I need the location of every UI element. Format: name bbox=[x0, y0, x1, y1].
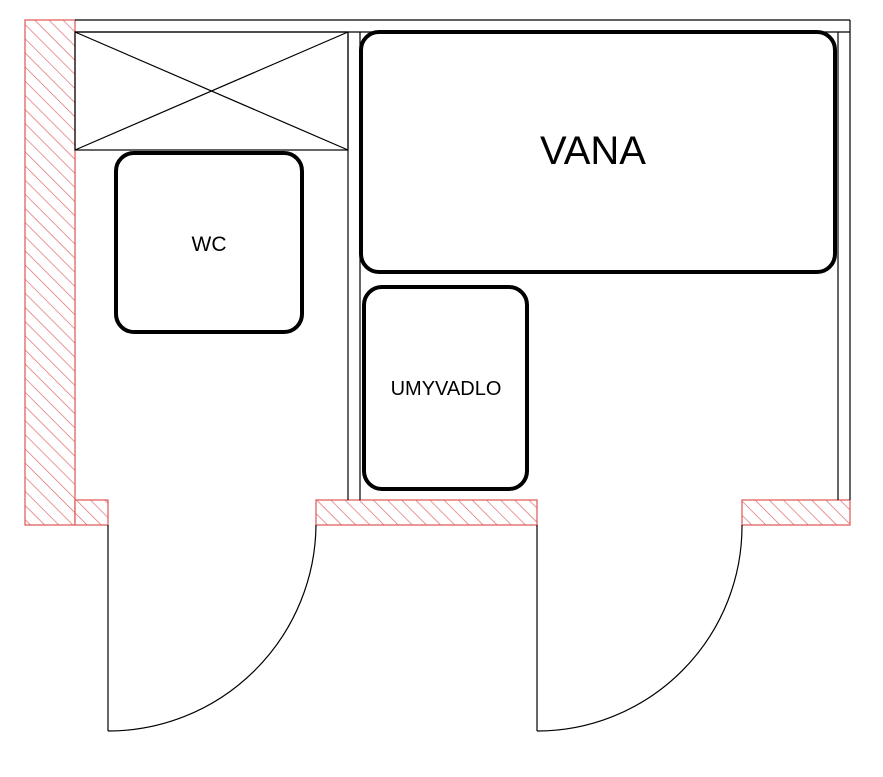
walls bbox=[24, 19, 851, 526]
shaft-cross-b bbox=[74, 31, 349, 151]
washbasin-fixture bbox=[362, 285, 529, 491]
bottom-wall-middle bbox=[315, 499, 538, 526]
wc-fixture bbox=[114, 151, 304, 334]
door-left-swing bbox=[107, 524, 317, 732]
partitions bbox=[74, 19, 851, 500]
bottom-wall-right-stub bbox=[741, 499, 851, 526]
wc-label: WC bbox=[192, 233, 227, 256]
bottom-wall-left-stub bbox=[74, 499, 109, 526]
vana-label: VANA bbox=[540, 129, 646, 173]
doors bbox=[107, 524, 743, 732]
door-right-swing bbox=[536, 524, 743, 732]
installation-shaft bbox=[74, 31, 349, 151]
umyvadlo-label: UMYVADLO bbox=[391, 378, 502, 400]
bathtub-fixture bbox=[359, 30, 837, 274]
fixtures bbox=[114, 30, 837, 491]
left-wall bbox=[24, 19, 76, 526]
